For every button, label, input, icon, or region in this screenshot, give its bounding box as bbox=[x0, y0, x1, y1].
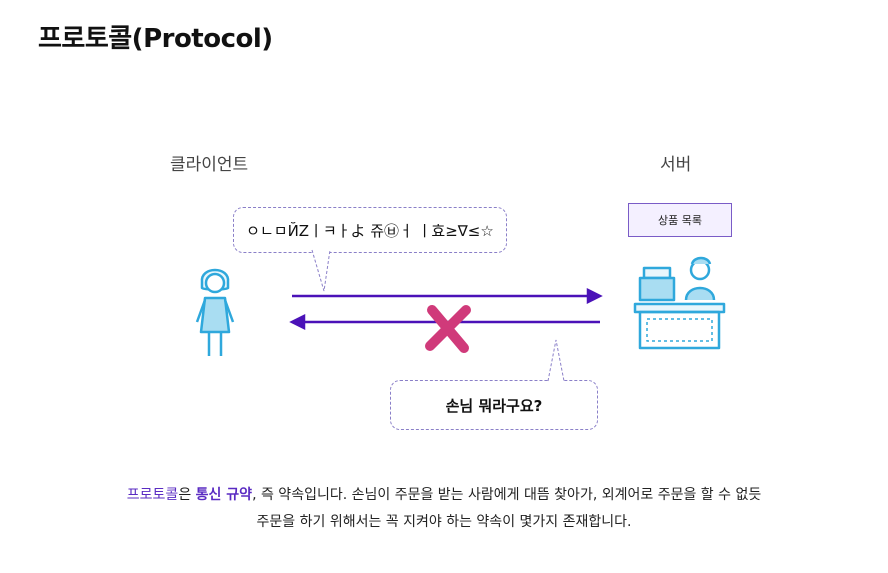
description-line-1-rest: , 즉 약속입니다. 손님이 주문을 받는 사람에게 대뜸 찾아가, 외계어로 … bbox=[252, 487, 762, 503]
garbled-message-text: ㅇㄴㅁЙZㅣㅋㅏよ 쥬㉥ㅓ ㅣ효≥∇≤☆ bbox=[246, 221, 494, 240]
girl-person-icon bbox=[195, 268, 235, 356]
reply-message-text: 손님 뭐라구요? bbox=[445, 396, 543, 415]
description-line-1: 프로토콜은 통신 규약, 즉 약속입니다. 손님이 주문을 받는 사람에게 대뜸… bbox=[0, 482, 888, 509]
product-list-label: 상품 목록 bbox=[658, 214, 702, 227]
term-protocol: 프로토콜 bbox=[126, 487, 179, 503]
client-label: 클라이언트 bbox=[170, 155, 249, 175]
x-mark-icon bbox=[425, 305, 471, 353]
response-arrowhead bbox=[289, 313, 306, 331]
request-arrowhead bbox=[586, 287, 603, 305]
term-communication-rule: 통신 규약 bbox=[195, 487, 253, 503]
product-list-box: 상품 목록 bbox=[628, 203, 732, 237]
page-title: 프로토콜(Protocol) bbox=[38, 24, 273, 54]
description-line-2: 주문을 하기 위해서는 꼭 지켜야 하는 약속이 몇가지 존재합니다. bbox=[256, 514, 632, 530]
shop-cashier-icon bbox=[633, 256, 726, 350]
garbled-bubble-tail bbox=[311, 249, 331, 292]
reply-bubble-tail bbox=[547, 339, 565, 382]
garbled-speech-bubble: ㅇㄴㅁЙZㅣㅋㅏよ 쥬㉥ㅓ ㅣ효≥∇≤☆ bbox=[233, 207, 507, 253]
description-paragraph: 프로토콜은 통신 규약, 즉 약속입니다. 손님이 주문을 받는 사람에게 대뜸… bbox=[0, 482, 888, 536]
description-particle: 은 bbox=[178, 487, 196, 503]
reply-speech-bubble: 손님 뭐라구요? bbox=[390, 380, 598, 430]
server-label: 서버 bbox=[660, 155, 692, 175]
